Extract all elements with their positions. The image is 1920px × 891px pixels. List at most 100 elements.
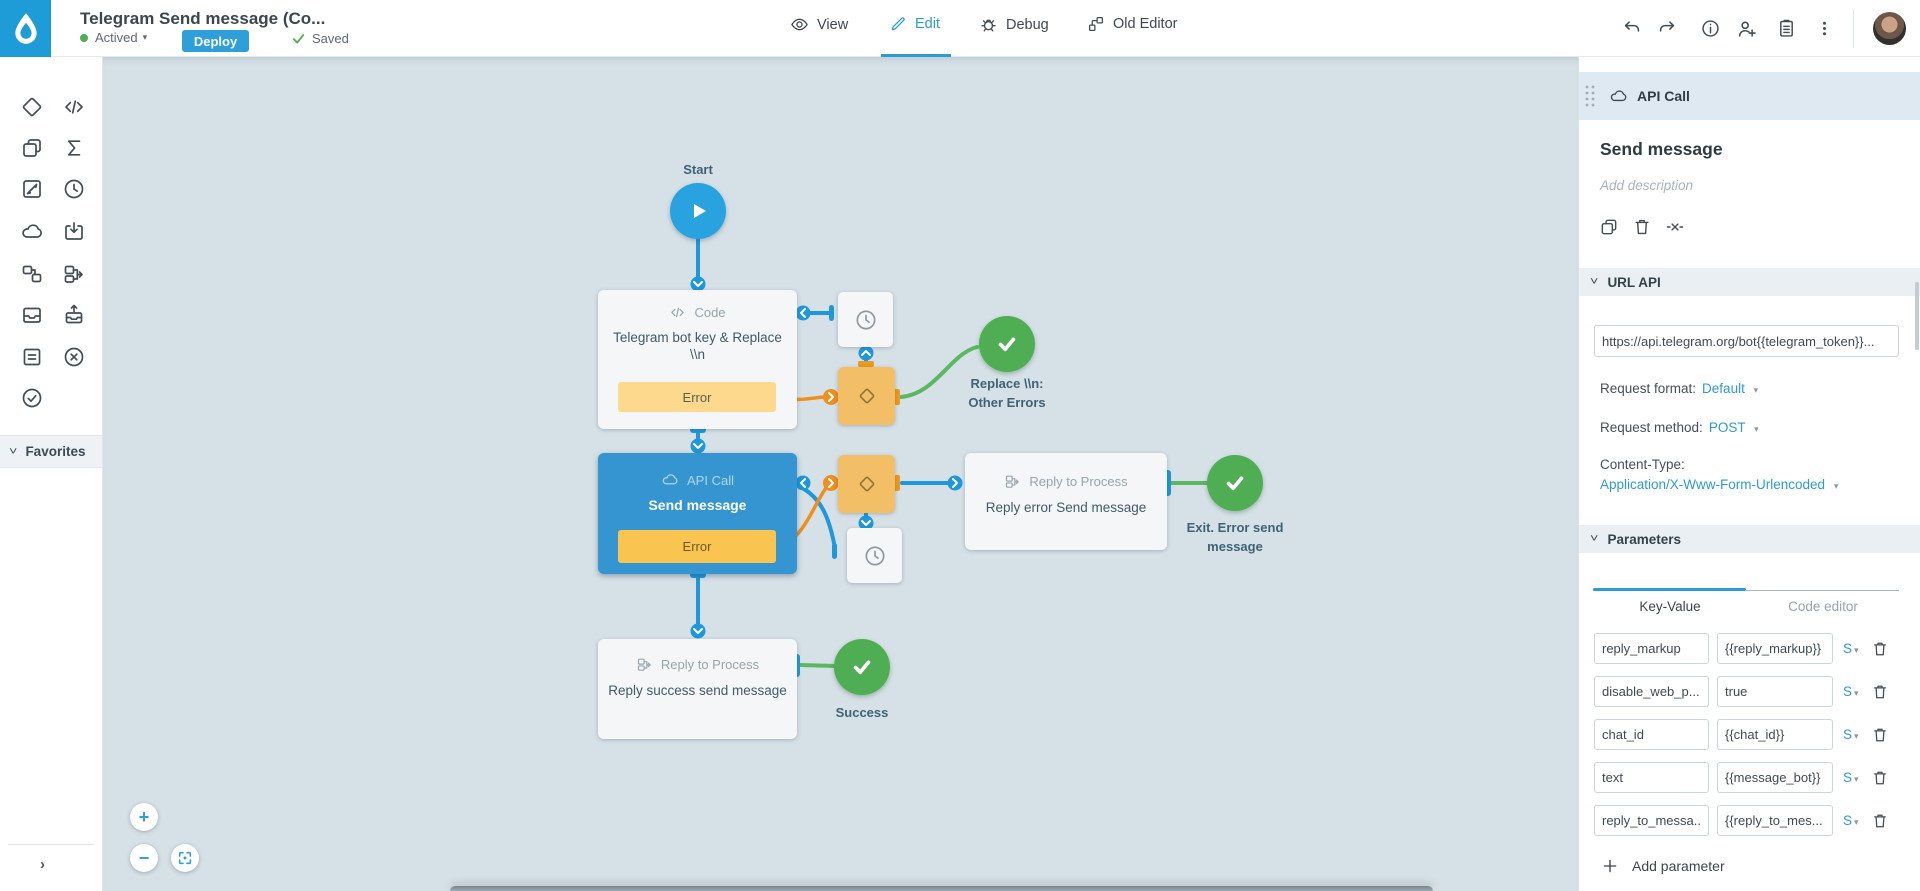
param-value-input[interactable] (1717, 762, 1833, 793)
saved-status: Saved (291, 31, 349, 46)
redo-icon (1659, 21, 1675, 32)
tab-key-value[interactable]: Key-Value (1639, 599, 1701, 614)
plus-icon (1603, 859, 1617, 873)
undo-button[interactable] (1621, 18, 1643, 40)
delay-node-top[interactable] (838, 292, 893, 347)
detach-node-button[interactable] (1665, 217, 1685, 237)
tab-debug[interactable]: Debug (979, 15, 1049, 34)
palette-delay-node[interactable] (62, 177, 86, 201)
sidebar-expand-button[interactable]: › (40, 856, 45, 873)
trash-icon (1873, 814, 1886, 827)
palette-sum-node[interactable] (62, 136, 86, 160)
cloud-icon (22, 224, 42, 238)
more-menu-button[interactable] (1814, 18, 1835, 39)
reply-error-node[interactable]: Reply to Process Reply error Send messag… (965, 453, 1167, 550)
code-node-error-bar[interactable]: Error (618, 382, 776, 412)
url-input[interactable] (1594, 325, 1899, 357)
fit-to-screen-button[interactable] (171, 844, 199, 872)
request-format-select[interactable]: Default ▾ (1702, 381, 1759, 396)
fit-screen-icon (178, 851, 192, 865)
content-type-select[interactable]: Application/X-Www-Form-Urlencoded ▾ (1600, 477, 1839, 492)
user-avatar[interactable] (1873, 12, 1906, 45)
tasks-list-button[interactable] (1776, 18, 1797, 39)
palette-condition-node[interactable] (20, 95, 44, 119)
sidebar-divider (8, 844, 94, 845)
request-method-select[interactable]: POST ▾ (1708, 420, 1759, 435)
tab-edit[interactable]: Edit (889, 15, 940, 33)
share-access-button[interactable] (1736, 18, 1758, 40)
delete-param-button[interactable] (1871, 769, 1889, 787)
panel-node-title[interactable]: Send message (1600, 139, 1723, 159)
param-key-input[interactable] (1594, 676, 1709, 707)
copy-icon (23, 139, 41, 157)
palette-set-state-node[interactable] (20, 345, 44, 369)
param-type-select[interactable]: S▾ (1843, 770, 1859, 785)
tab-view[interactable]: View (790, 15, 848, 34)
palette-set-parameters-node[interactable] (20, 177, 44, 201)
zoom-in-button[interactable]: + (130, 803, 158, 831)
param-type-select[interactable]: S▾ (1843, 727, 1859, 742)
palette-end-success-node[interactable] (20, 386, 44, 410)
palette-end-error-node[interactable] (62, 345, 86, 369)
api-node-error-bar[interactable]: Error (618, 530, 776, 563)
palette-get-from-queue-node[interactable] (62, 303, 86, 327)
clock-icon (865, 546, 884, 565)
process-canvas[interactable]: Start Code Telegram bot key & Replace \\… (103, 57, 1578, 891)
param-key-input[interactable] (1594, 805, 1709, 836)
palette-api-call-node[interactable] (20, 220, 44, 244)
redo-button[interactable] (1656, 18, 1678, 40)
panel-node-header[interactable]: API Call (1579, 72, 1920, 120)
end-node-replace-other-errors[interactable] (979, 316, 1035, 372)
param-value-input[interactable] (1717, 676, 1833, 707)
start-node[interactable] (670, 183, 726, 239)
palette-queue-node[interactable] (20, 303, 44, 327)
panel-node-type-label: API Call (1637, 88, 1690, 104)
api-call-node[interactable]: API Call Send message Error (598, 453, 797, 574)
end-node-success[interactable] (834, 639, 890, 695)
param-value-input[interactable] (1717, 633, 1833, 664)
add-parameter-button[interactable]: Add parameter (1601, 857, 1725, 875)
code-node[interactable]: Code Telegram bot key & Replace \\n Erro… (598, 290, 797, 429)
param-key-input[interactable] (1594, 762, 1709, 793)
trash-icon (1873, 642, 1886, 655)
chevron-down-icon: ▾ (1854, 688, 1859, 698)
tab-old-editor[interactable]: Old Editor (1087, 15, 1177, 33)
palette-modify-task-node[interactable] (20, 262, 44, 286)
param-value-input[interactable] (1717, 805, 1833, 836)
copy-node-button[interactable] (1599, 217, 1619, 237)
tab-code-editor[interactable]: Code editor (1788, 599, 1858, 614)
app-logo[interactable] (0, 0, 51, 57)
panel-scrollbar-thumb[interactable] (1915, 282, 1919, 350)
delete-param-button[interactable] (1871, 812, 1889, 830)
param-key-input[interactable] (1594, 719, 1709, 750)
chevron-down-icon: ˅ (9, 445, 18, 458)
param-value-input[interactable] (1717, 719, 1833, 750)
param-type-select[interactable]: S▾ (1843, 684, 1859, 699)
param-type-select[interactable]: S▾ (1843, 641, 1859, 656)
palette-copy-task-node[interactable] (20, 136, 44, 160)
delete-node-button[interactable] (1632, 217, 1652, 237)
param-type-select[interactable]: S▾ (1843, 813, 1859, 828)
palette-code-node[interactable] (62, 95, 86, 119)
param-key-input[interactable] (1594, 633, 1709, 664)
process-status-dropdown[interactable]: Actived ▾ (80, 30, 147, 45)
end-node-exit-error[interactable] (1207, 455, 1263, 511)
deploy-button[interactable]: Deploy (182, 30, 249, 52)
url-api-section-header[interactable]: ˅ URL API (1579, 268, 1920, 296)
panel-description-placeholder[interactable]: Add description (1600, 178, 1694, 193)
code-icon (65, 100, 83, 114)
palette-git-call-node[interactable] (62, 220, 86, 244)
code-icon (671, 307, 685, 318)
favorites-section-header[interactable]: ˅ Favorites (0, 435, 102, 468)
zoom-out-button[interactable]: − (130, 844, 158, 872)
delete-param-button[interactable] (1871, 640, 1889, 658)
parameters-section-header[interactable]: ˅ Parameters (1579, 525, 1920, 553)
delete-param-button[interactable] (1871, 726, 1889, 744)
delay-node-bottom[interactable] (847, 528, 902, 583)
info-button[interactable] (1700, 18, 1721, 39)
condition-node-top[interactable] (838, 367, 895, 425)
condition-node-bottom[interactable] (838, 455, 895, 513)
delete-param-button[interactable] (1871, 683, 1889, 701)
reply-success-node[interactable]: Reply to Process Reply success send mess… (598, 639, 797, 739)
palette-call-process-node[interactable] (62, 262, 86, 286)
